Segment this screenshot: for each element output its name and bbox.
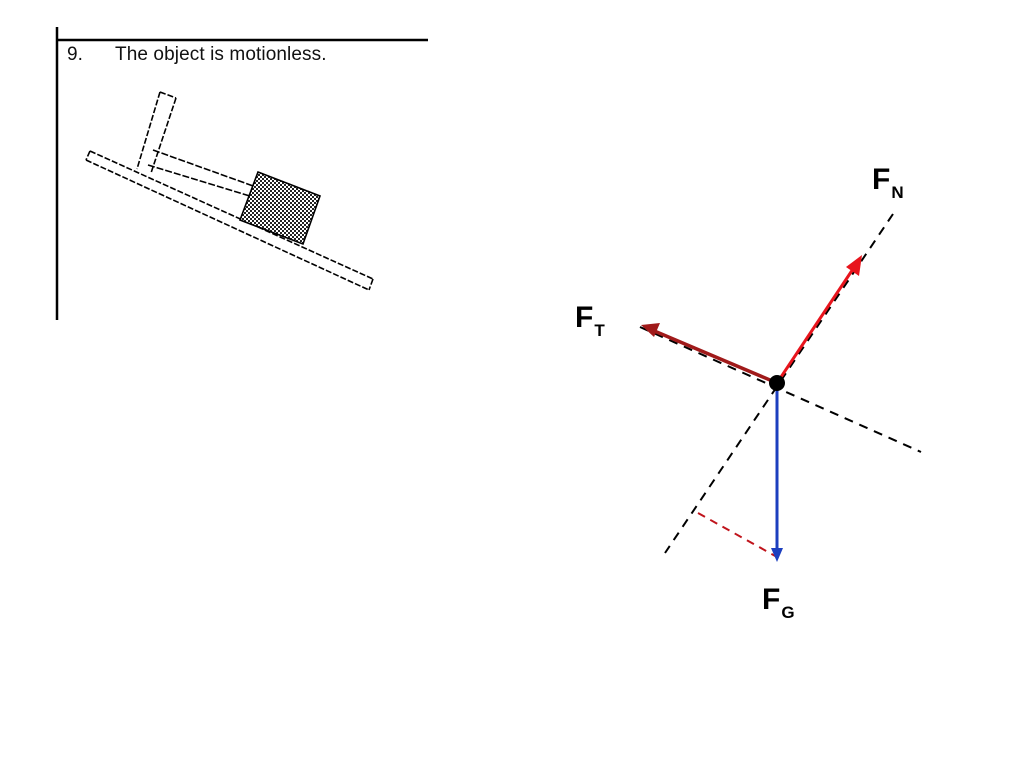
gravity-force-subscript: G: [781, 603, 795, 622]
wall-post: [136, 91, 177, 174]
normal-force-subscript: N: [891, 183, 904, 202]
normal-force-arrow: [775, 255, 862, 384]
normal-force-label: FN: [872, 163, 904, 202]
tension-force-symbol: F: [575, 301, 594, 334]
inclined-plane: [85, 150, 374, 291]
object-point: [769, 375, 785, 391]
normal-force-symbol: F: [872, 163, 891, 196]
problem-number: 9.: [67, 44, 84, 65]
gravity-component-line: [697, 512, 778, 558]
tension-force-arrow: [641, 323, 778, 385]
problem-text: The object is motionless.: [115, 44, 327, 65]
tension-force-label: FT: [575, 301, 605, 340]
rope: [147, 149, 257, 198]
gravity-force-symbol: F: [762, 583, 781, 616]
tension-force-subscript: T: [594, 321, 605, 340]
problem-statement: 9. The object is motionless.: [67, 44, 327, 66]
gravity-force-arrow: [771, 383, 783, 562]
gravity-force-label: FG: [762, 583, 795, 622]
block: [238, 170, 322, 246]
axis-incline-line: [639, 326, 922, 453]
